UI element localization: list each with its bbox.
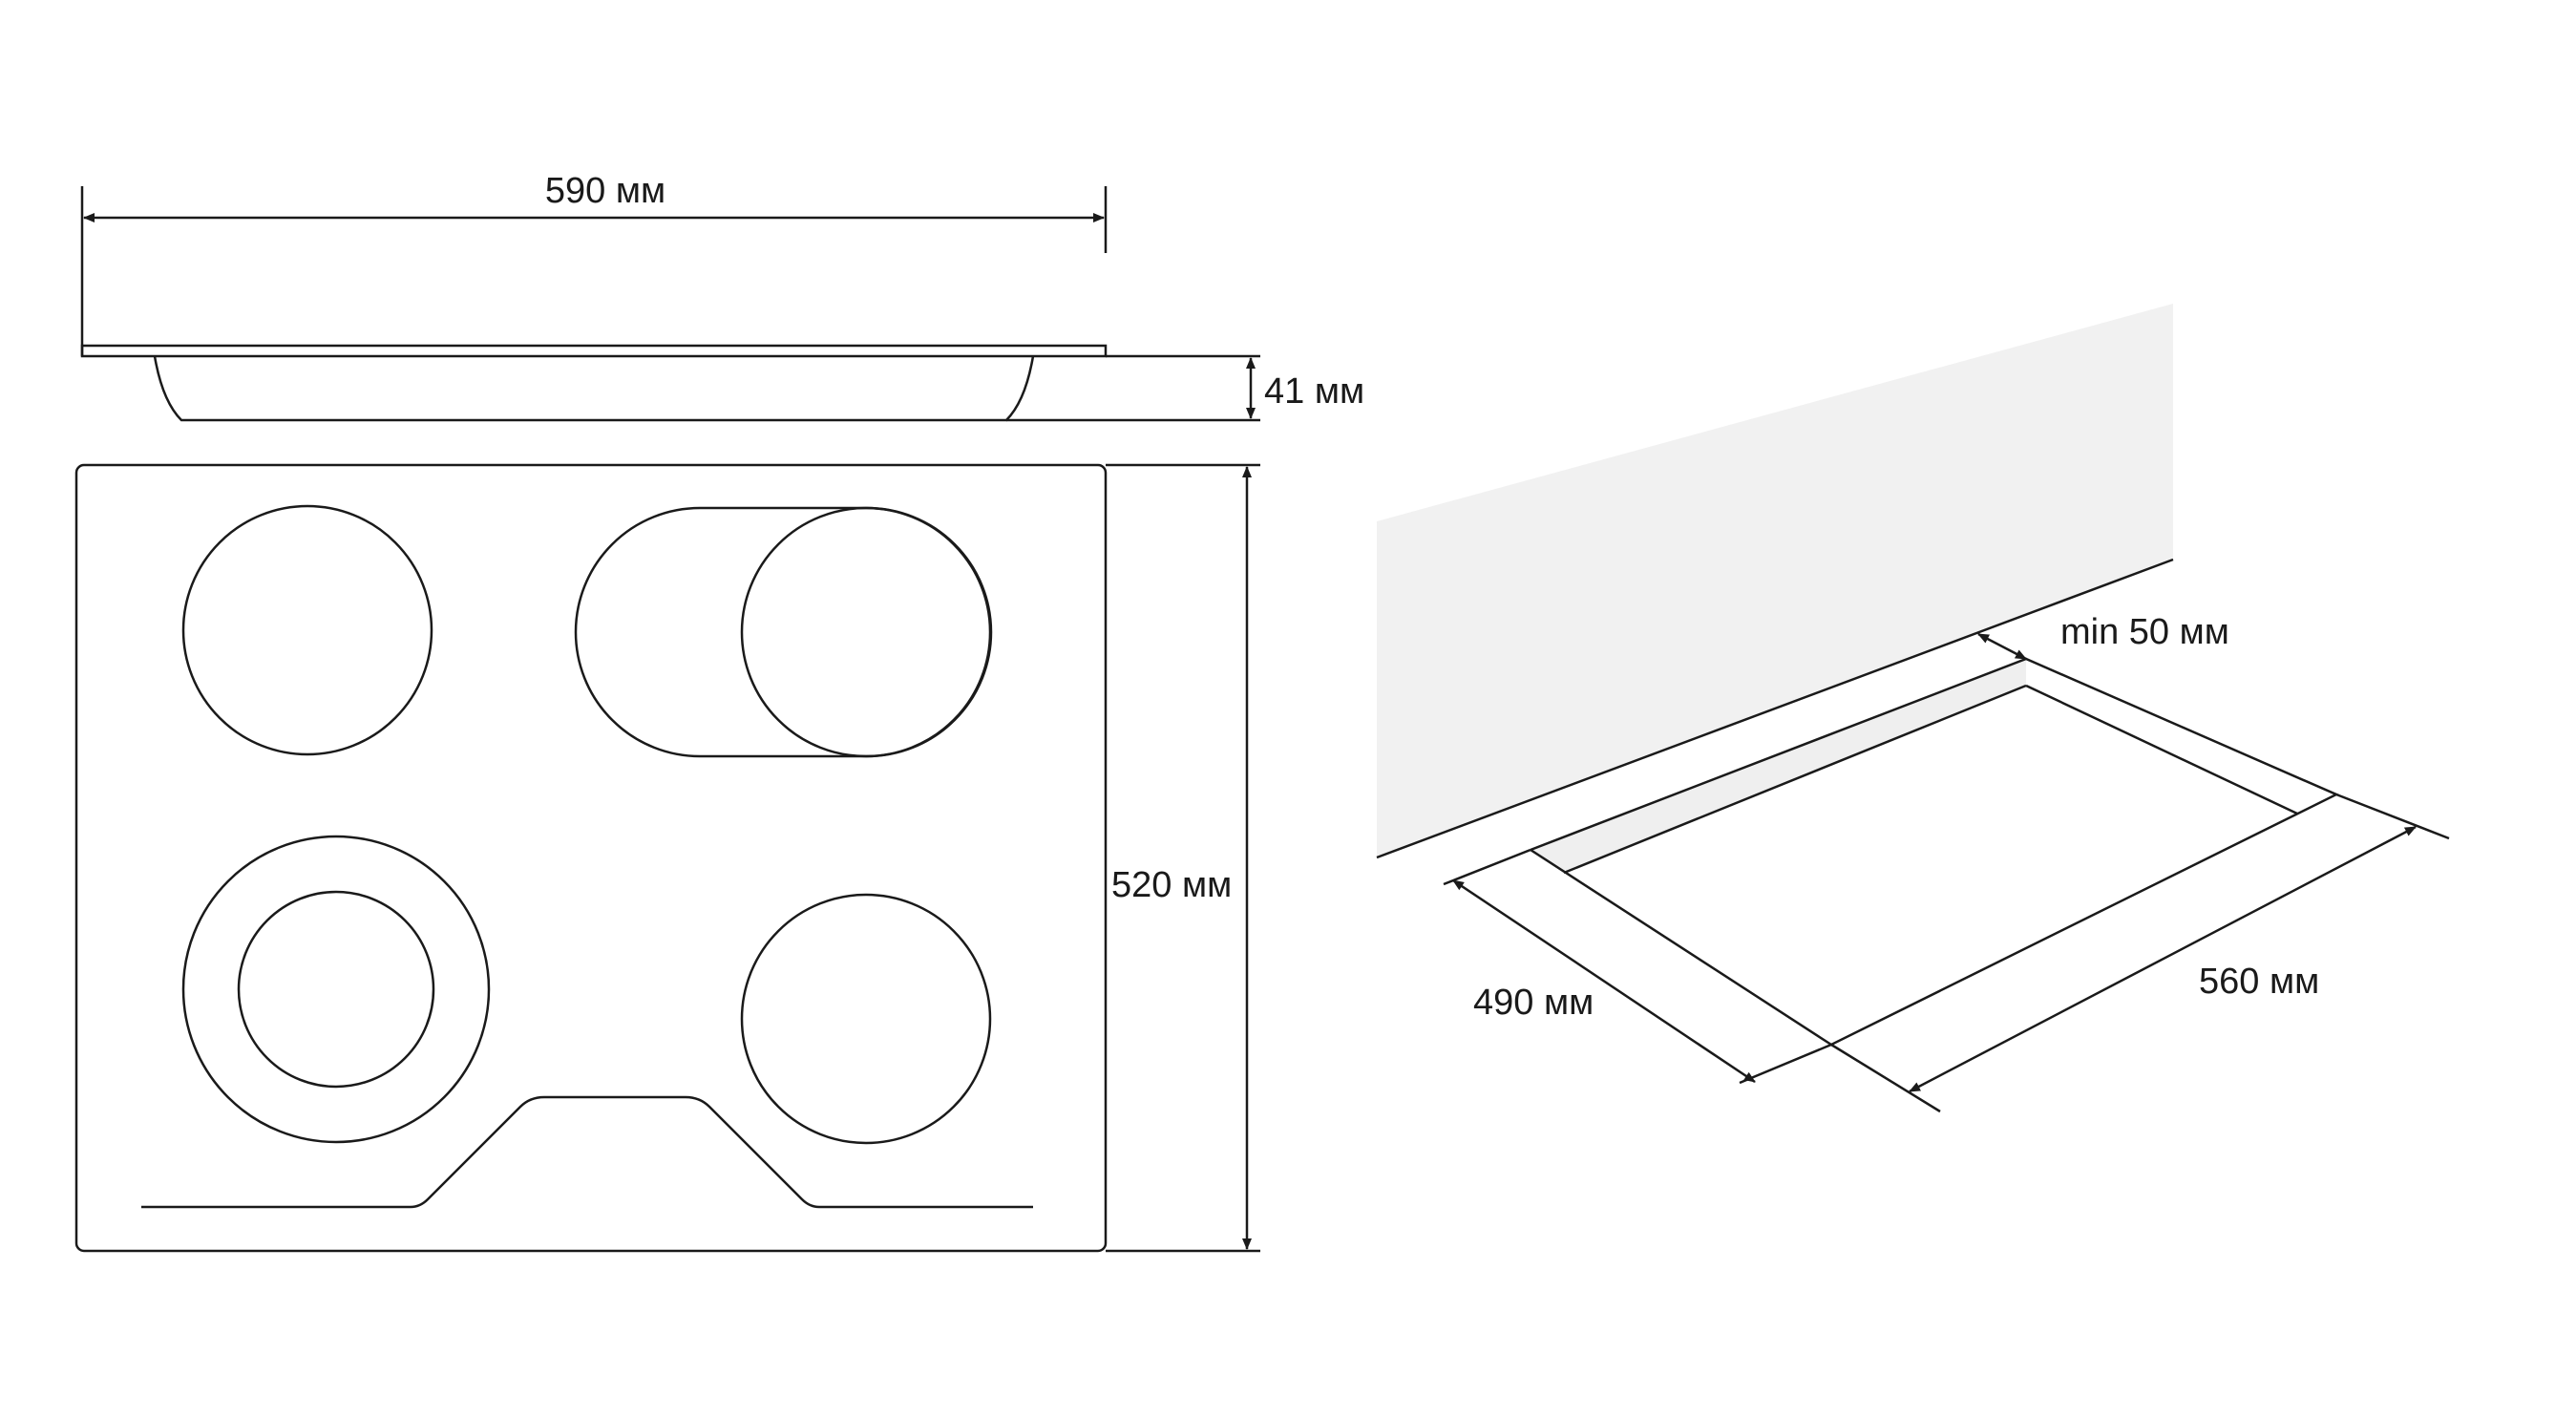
cutout-left-extension [1443, 848, 1531, 886]
cutout-right-extension [2335, 793, 2450, 840]
burner-bottom-left-dual [181, 835, 491, 1144]
height-label: 520 мм [1111, 865, 1232, 905]
cutout-depth-label: 490 мм [1473, 983, 1594, 1023]
gap-dimension-line [1977, 632, 2027, 661]
cutout-width-label: 560 мм [2199, 962, 2319, 1002]
top-view [74, 463, 1260, 1253]
burner-top-left [181, 504, 433, 756]
front-right-extension [1830, 1043, 1941, 1113]
hob-body-side [153, 355, 1035, 422]
hob-outline [74, 463, 1108, 1253]
burner-bottom-right [740, 893, 992, 1145]
side-view [80, 186, 1260, 422]
wall-base-line [1376, 558, 2174, 859]
wall-panel [1377, 304, 2173, 857]
glass-panel-side [80, 344, 1108, 358]
width-label: 590 мм [545, 171, 665, 211]
cutout-depth-dimension-line [1452, 878, 1756, 1084]
control-panel-outline [141, 1095, 1033, 1209]
burner-top-right-oval [574, 506, 993, 758]
installation-view [1376, 304, 2450, 1113]
cutout-width-dimension-line [1909, 825, 2417, 1093]
gap-label: min 50 мм [2060, 612, 2229, 652]
gap-strip [1531, 659, 2026, 873]
depth-label: 41 мм [1264, 371, 1364, 412]
height-label-backdrop [1109, 859, 1241, 907]
gap-front-edge [1563, 684, 2027, 875]
front-left-extension [1739, 1043, 1832, 1085]
gap-right-edge [2025, 684, 2298, 815]
